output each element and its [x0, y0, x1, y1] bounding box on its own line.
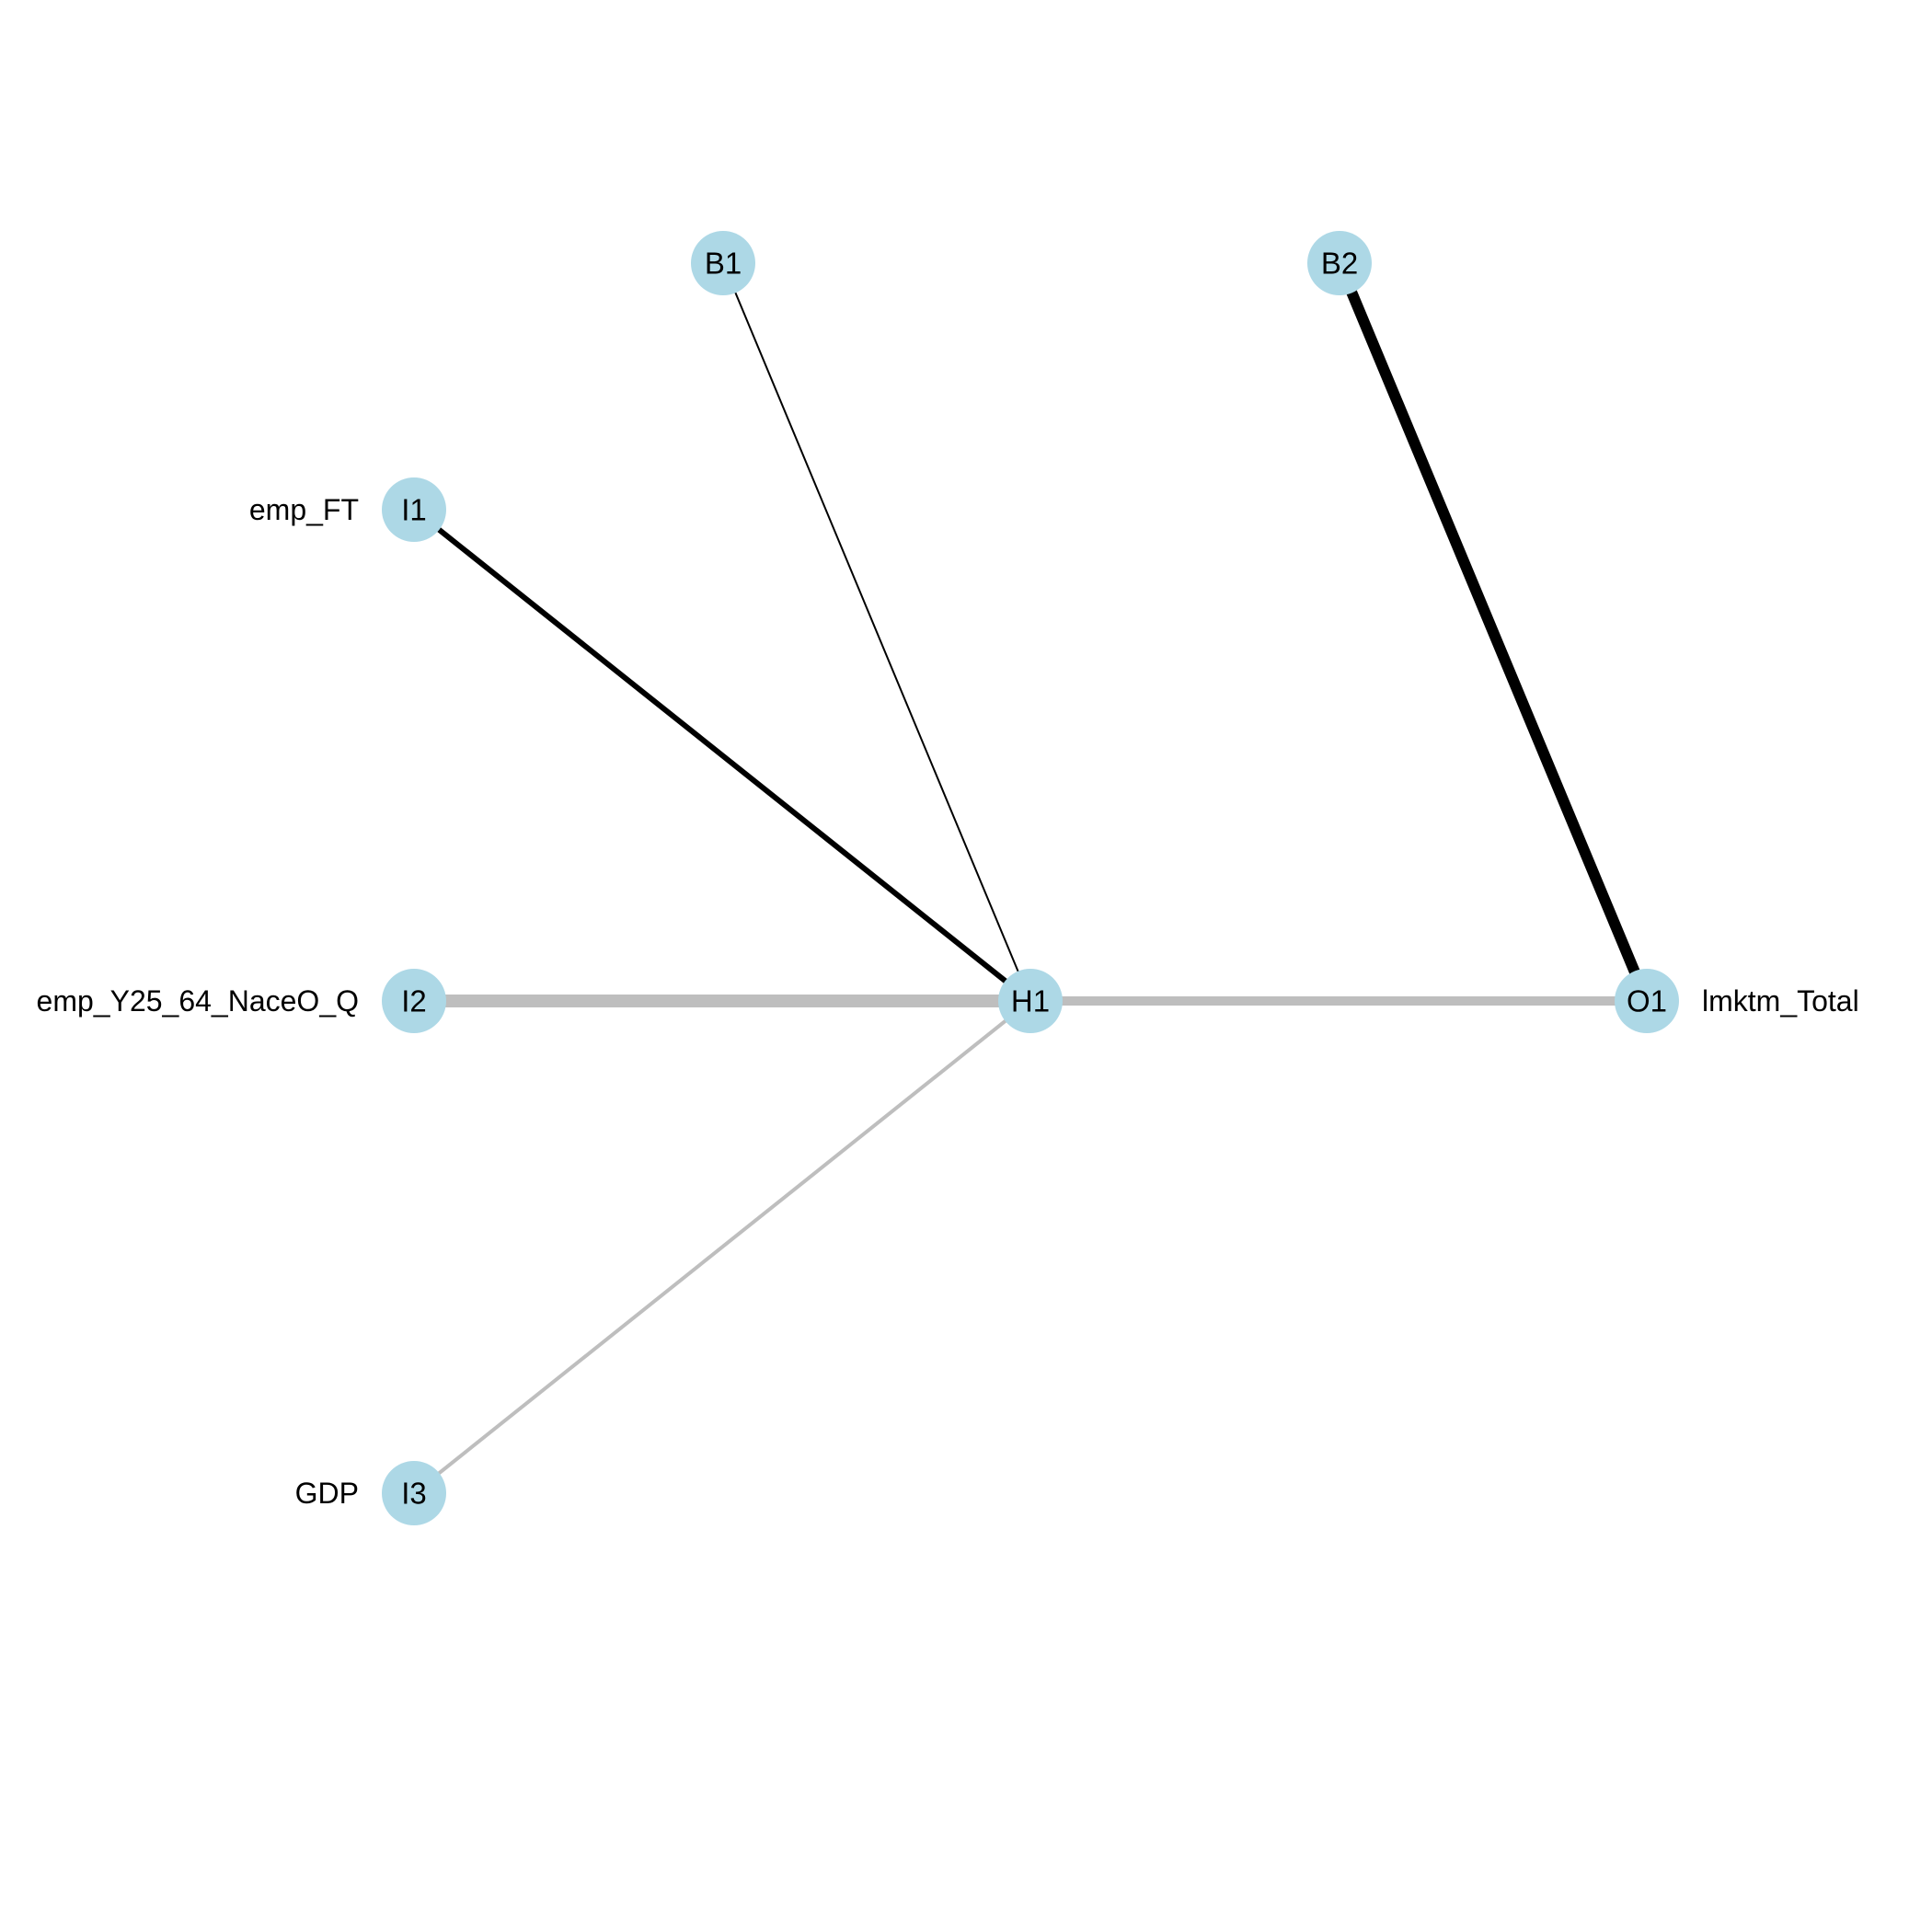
node-i2: I2	[382, 969, 446, 1033]
input-variable-label-3: GDP	[295, 1477, 359, 1510]
node-i1-circle	[382, 477, 446, 542]
edge-i3-h1	[412, 999, 1032, 1495]
edge-i1-h1	[412, 507, 1032, 1004]
node-h1: H1	[998, 969, 1063, 1033]
edge-b1-h1	[722, 262, 1031, 1002]
output-variable-label-1: lmktm_Total	[1702, 984, 1859, 1018]
node-b2-label: B2	[1321, 247, 1358, 281]
node-h1-circle	[998, 969, 1063, 1033]
input-variable-label-2: emp_Y25_64_NaceO_Q	[37, 984, 359, 1018]
node-i3-circle	[382, 1461, 446, 1525]
node-i2-circle	[382, 969, 446, 1033]
edges	[412, 260, 1652, 1495]
node-b1: B1	[691, 231, 755, 295]
node-i1-label: I1	[401, 493, 427, 527]
input-variable-label-1: emp_FT	[249, 493, 359, 526]
node-o1: O1	[1615, 969, 1679, 1033]
node-h1-label: H1	[1011, 984, 1050, 1018]
node-b1-label: B1	[705, 247, 742, 281]
node-i3-label: I3	[401, 1477, 427, 1511]
node-b1-circle	[691, 231, 755, 295]
node-b2: B2	[1307, 231, 1372, 295]
edge-b2-o1	[1334, 260, 1652, 1004]
node-i2-label: I2	[401, 984, 427, 1018]
node-b2-circle	[1307, 231, 1372, 295]
node-i3: I3	[382, 1461, 446, 1525]
node-i1: I1	[382, 477, 446, 542]
node-o1-circle	[1615, 969, 1679, 1033]
node-o1-label: O1	[1627, 984, 1667, 1018]
